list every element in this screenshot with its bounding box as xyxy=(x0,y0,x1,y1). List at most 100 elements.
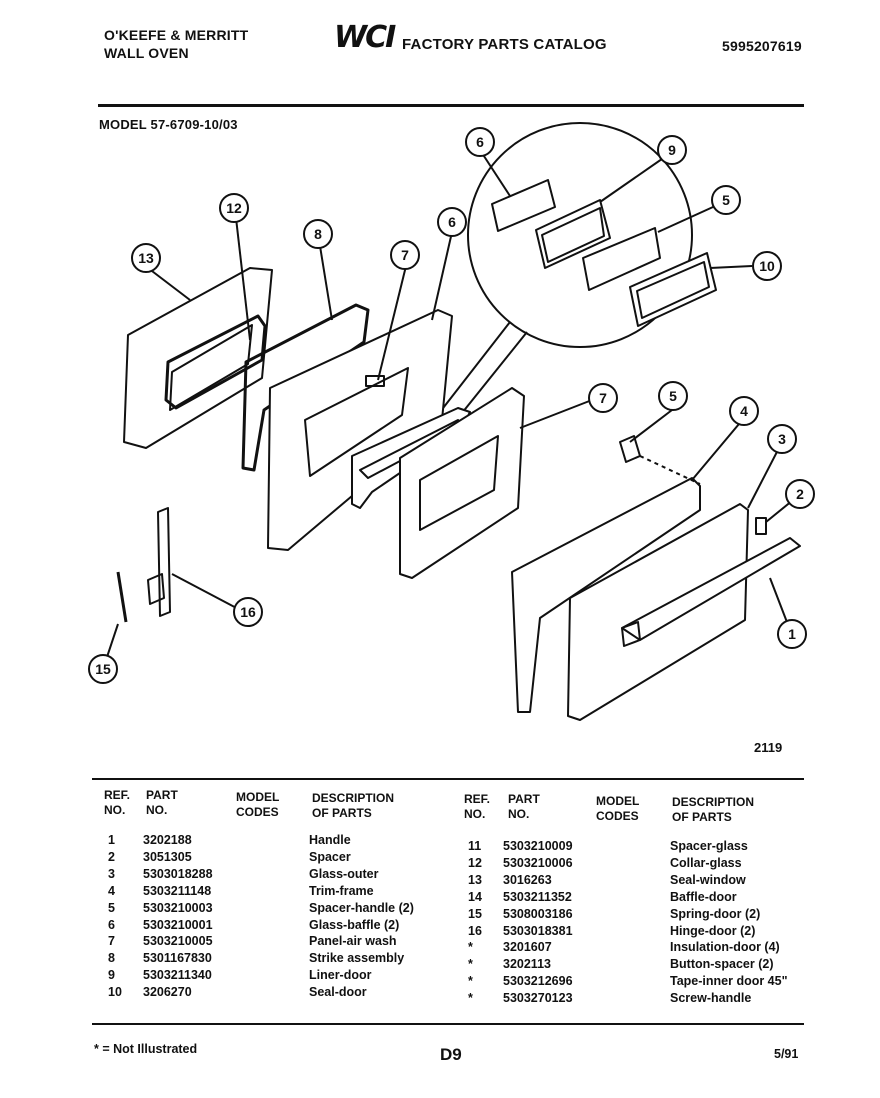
table-cell-desc: Collar-glass xyxy=(670,855,742,870)
table-cell-desc: Glass-outer xyxy=(309,866,379,881)
callout-13 xyxy=(219,193,249,223)
svg-text:15: 15 xyxy=(95,661,111,677)
catalog-title: FACTORY PARTS CATALOG xyxy=(402,36,607,53)
table-cell-part: 3201607 xyxy=(503,940,552,955)
svg-text:3: 3 xyxy=(778,431,786,447)
table-cell-part: 5303211352 xyxy=(503,889,572,904)
table-cell-desc: Strike assembly xyxy=(309,951,405,966)
table-cell-ref: 8 xyxy=(108,951,115,966)
catalog-number: 5995207619 xyxy=(722,38,802,54)
table-cell-part: 5301167830 xyxy=(143,951,212,966)
table-cell-desc: Spring-door (2) xyxy=(670,906,761,921)
handle-shape xyxy=(621,537,801,641)
table-cell-desc: Baffle-door xyxy=(670,889,737,904)
callout-2 xyxy=(785,479,815,509)
table-cell-part: 5303211340 xyxy=(143,968,212,983)
svg-text:13: 13 xyxy=(138,250,154,266)
svg-text:9: 9 xyxy=(668,142,676,158)
glass-baffle-top-shape xyxy=(491,179,556,232)
svg-text:5: 5 xyxy=(722,192,730,208)
table-cell-ref: 1 xyxy=(108,833,115,847)
table-top-rule xyxy=(92,778,804,780)
svg-text:12: 12 xyxy=(226,200,242,216)
callout-6-lower xyxy=(711,185,741,215)
callout-8 xyxy=(390,240,420,270)
strike-assembly-shape xyxy=(365,375,385,387)
svg-text:5: 5 xyxy=(669,388,677,404)
table-cell-part: 3202113 xyxy=(503,957,551,972)
table-cell-desc: Handle xyxy=(309,833,351,847)
svg-text:16: 16 xyxy=(240,604,256,620)
table-cell-part: 3202188 xyxy=(143,833,192,847)
table-cell-desc: Panel-air wash xyxy=(309,934,397,949)
callout-14 xyxy=(131,243,161,273)
detail-leader-line-2 xyxy=(461,331,528,414)
table-cell-desc: Button-spacer (2) xyxy=(670,957,774,972)
table-cell-part: 5303018288 xyxy=(143,866,213,881)
callout-1 xyxy=(777,619,807,649)
table-cell-part: 3206270 xyxy=(143,985,192,1000)
svg-text:2: 2 xyxy=(796,486,804,502)
table-cell-ref: 4 xyxy=(108,883,115,898)
table-cell-desc: Screw-handle xyxy=(670,991,752,1006)
table-cell-ref: 2 xyxy=(108,849,115,864)
svg-text:6: 6 xyxy=(448,214,456,230)
detail-magnifier-circle xyxy=(467,122,693,348)
table-cell-ref: 15 xyxy=(468,906,482,921)
exploded-parts-diagram: 13 12 8 7 6 6 9 5 10 7 5 4 3 2 1 16 15 2… xyxy=(88,122,815,755)
table-cell-ref: * xyxy=(468,940,473,955)
table-cell-part: 5303210009 xyxy=(503,839,573,853)
brand-name: O'KEEFE & MERRITT xyxy=(104,27,249,43)
table-cell-ref: 12 xyxy=(468,855,482,870)
table-cell-ref: 5 xyxy=(108,900,115,915)
baffle-door-shape xyxy=(123,267,273,449)
table-cell-part: 5303211148 xyxy=(143,883,212,898)
spacer-glass-shape xyxy=(535,199,611,269)
not-illustrated-note: * = Not Illustrated xyxy=(94,1042,198,1056)
brand-block: O'KEEFE & MERRITT WALL OVEN xyxy=(104,26,248,62)
table-cell-part: 3016263 xyxy=(503,872,552,887)
svg-text:1: 1 xyxy=(788,626,796,642)
hinge-door-shape xyxy=(157,507,171,617)
table-cell-ref: * xyxy=(468,957,473,972)
col-ref-right: REF.NO. xyxy=(464,792,491,821)
table-cell-desc: Insulation-door (4) xyxy=(670,940,780,955)
table-bottom-rule xyxy=(92,1023,804,1025)
collar-glass-shape xyxy=(629,252,717,327)
svg-text:10: 10 xyxy=(759,258,775,274)
callout-6-top xyxy=(465,127,495,157)
figure-number: 2119 xyxy=(754,740,782,755)
table-cell-ref: 9 xyxy=(108,968,115,983)
callout-4 xyxy=(729,396,759,426)
table-cell-ref: 3 xyxy=(108,866,115,881)
table-cell-desc: Spacer-handle (2) xyxy=(309,900,414,915)
table-cell-ref: 14 xyxy=(468,889,482,904)
callout-15 xyxy=(88,654,118,684)
table-cell-desc: Liner-door xyxy=(309,968,372,983)
model-number: MODEL 57-6709-10/03 xyxy=(99,117,238,132)
header-rule xyxy=(98,104,804,107)
revision-date: 5/91 xyxy=(774,1047,799,1061)
wci-logo: WCI xyxy=(334,20,396,55)
table-cell-part: 5303210001 xyxy=(143,917,213,932)
col-ref-left: REF.NO. xyxy=(104,788,131,817)
spacer-handle-shape xyxy=(619,435,641,463)
callout-3 xyxy=(767,424,797,454)
page-number: D9 xyxy=(440,1045,462,1064)
table-cell-desc: Hinge-door (2) xyxy=(670,923,756,938)
table-cell-part: 5303270123 xyxy=(503,991,573,1006)
callout-9 xyxy=(437,207,467,237)
callout-12 xyxy=(752,251,782,281)
detail-leader-line-1 xyxy=(439,321,511,413)
glass-baffle-lower-shape xyxy=(582,227,661,291)
callout-11 xyxy=(657,135,687,165)
callout-16 xyxy=(233,597,263,627)
table-cell-ref: * xyxy=(468,991,473,1006)
table-cell-part: 5303212696 xyxy=(503,974,573,989)
spacer-shape xyxy=(755,517,767,535)
